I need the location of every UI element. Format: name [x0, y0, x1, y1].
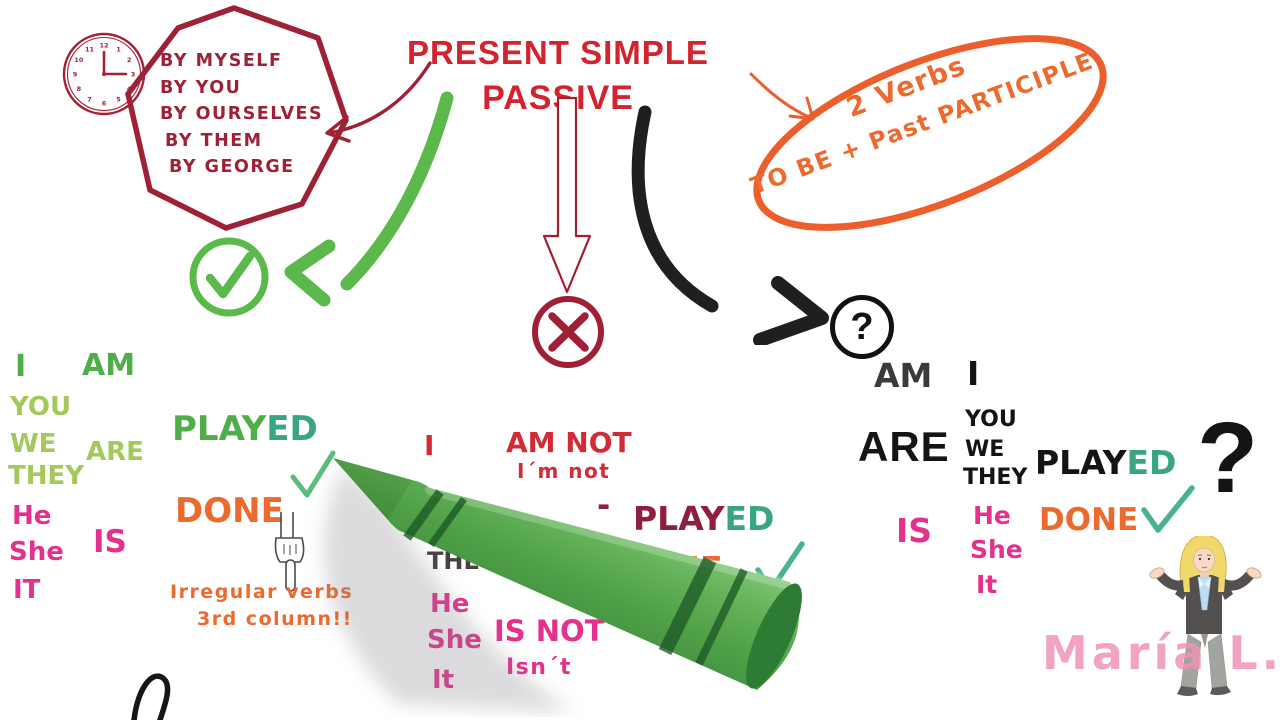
int-subject-it: It — [976, 570, 998, 599]
shoe — [1177, 686, 1198, 696]
crayon-shadow — [323, 467, 573, 712]
check-mark-icon — [1141, 485, 1195, 533]
big-question-mark: ? — [1197, 402, 1260, 514]
clock-numeral: 5 — [116, 96, 121, 104]
agents-list: BY MYSELF BY YOU BY OURSELVES BY THEM BY GEO… — [160, 48, 323, 181]
played-suffix: ED — [1126, 443, 1177, 482]
aff-subject-he: He — [12, 501, 52, 531]
neg-verb-amnot: AM NOT — [506, 426, 632, 459]
hand — [1246, 567, 1262, 579]
neg-participle-played: PLAYED — [633, 502, 774, 535]
agent-line: BY OURSELVES — [160, 104, 324, 124]
agent-line: BY YOU — [160, 77, 242, 98]
clock-numeral: 6 — [102, 100, 107, 108]
teacher-character-image — [1149, 536, 1262, 696]
int-verb-is: IS — [896, 511, 933, 550]
clock-numeral: 8 — [77, 85, 82, 93]
int-subject-he: He — [973, 501, 1011, 530]
agent-line: BY GEORGE — [169, 157, 295, 177]
aff-participle-done: DONE — [175, 491, 284, 531]
shoe — [1210, 686, 1231, 696]
clock-numeral: 3 — [131, 71, 136, 79]
clock-numeral: 11 — [85, 45, 95, 53]
int-subject-i: I — [967, 354, 980, 393]
played-stem: PLAY — [633, 499, 725, 538]
agent-line: BY MYSELF — [160, 51, 283, 71]
played-stem: PLAY — [172, 409, 267, 449]
hand — [1149, 567, 1165, 579]
ink-squiggle — [131, 673, 171, 720]
clock-numeral: 10 — [74, 56, 84, 64]
agent-line: BY THEM — [165, 130, 263, 151]
question-glyph: ? — [850, 306, 873, 348]
aff-verb-am: AM — [82, 348, 136, 383]
clock-numeral: 7 — [87, 96, 92, 104]
green-crayon-image — [323, 458, 802, 712]
int-subject-they: THEY — [963, 465, 1028, 490]
neg-verb-isnot: IS NOT — [494, 614, 605, 648]
int-verb-am: AM — [874, 356, 933, 395]
page-title-line1: PRESENT SIMPLE — [407, 34, 709, 71]
aff-subject-we: WE — [10, 429, 57, 459]
aff-subject-you: YOU — [10, 392, 72, 422]
aff-subject-they: THEY — [8, 461, 85, 491]
aff-subject-she: She — [9, 537, 64, 567]
formula-ellipse-icon — [753, 35, 1107, 231]
neg-contraction-imnot: I´m not — [517, 459, 611, 483]
neg-dash: - — [597, 486, 611, 524]
int-subject-we: WE — [965, 437, 1005, 462]
played-stem: PLAY — [1035, 443, 1127, 482]
int-participle-done: DONE — [1039, 502, 1139, 538]
aff-verb-is: IS — [93, 524, 127, 560]
irregular-note-line1: Irregular verbs — [170, 581, 354, 603]
played-suffix: ED — [266, 409, 318, 449]
played-suffix: ED — [724, 499, 775, 538]
check-mark-icon — [290, 450, 336, 498]
aff-subject-i: I — [15, 349, 27, 384]
neg-subject-i: I — [424, 429, 435, 462]
clock-numeral: 2 — [127, 56, 132, 64]
int-verb-are: ARE — [858, 423, 950, 470]
hollow-down-arrow-icon — [542, 96, 592, 294]
check-circle-icon — [189, 237, 269, 317]
author-signature: María L. — [1042, 626, 1280, 680]
int-subject-she: She — [970, 535, 1023, 564]
aff-verb-are: ARE — [86, 437, 144, 467]
arrow-to-heptagon-icon — [325, 61, 432, 143]
clock-numeral: 1 — [116, 45, 121, 53]
clock-numeral: 12 — [99, 42, 108, 50]
cross-circle-icon — [532, 296, 604, 368]
face — [1193, 547, 1215, 573]
aff-participle-played: PLAYED — [172, 412, 318, 446]
int-subject-you: YOU — [965, 407, 1017, 432]
aff-subject-it: IT — [13, 575, 41, 605]
black-arrow-icon — [631, 105, 829, 345]
question-circle-icon: ? — [830, 295, 894, 359]
heptagon-outline — [125, 5, 349, 231]
green-arrow-icon — [284, 91, 454, 307]
pointing-hand-icon — [274, 512, 305, 592]
irregular-note-line2: 3rd column!! — [197, 608, 353, 630]
int-participle-played: PLAYED — [1035, 446, 1176, 479]
clock-numeral: 9 — [73, 71, 78, 79]
